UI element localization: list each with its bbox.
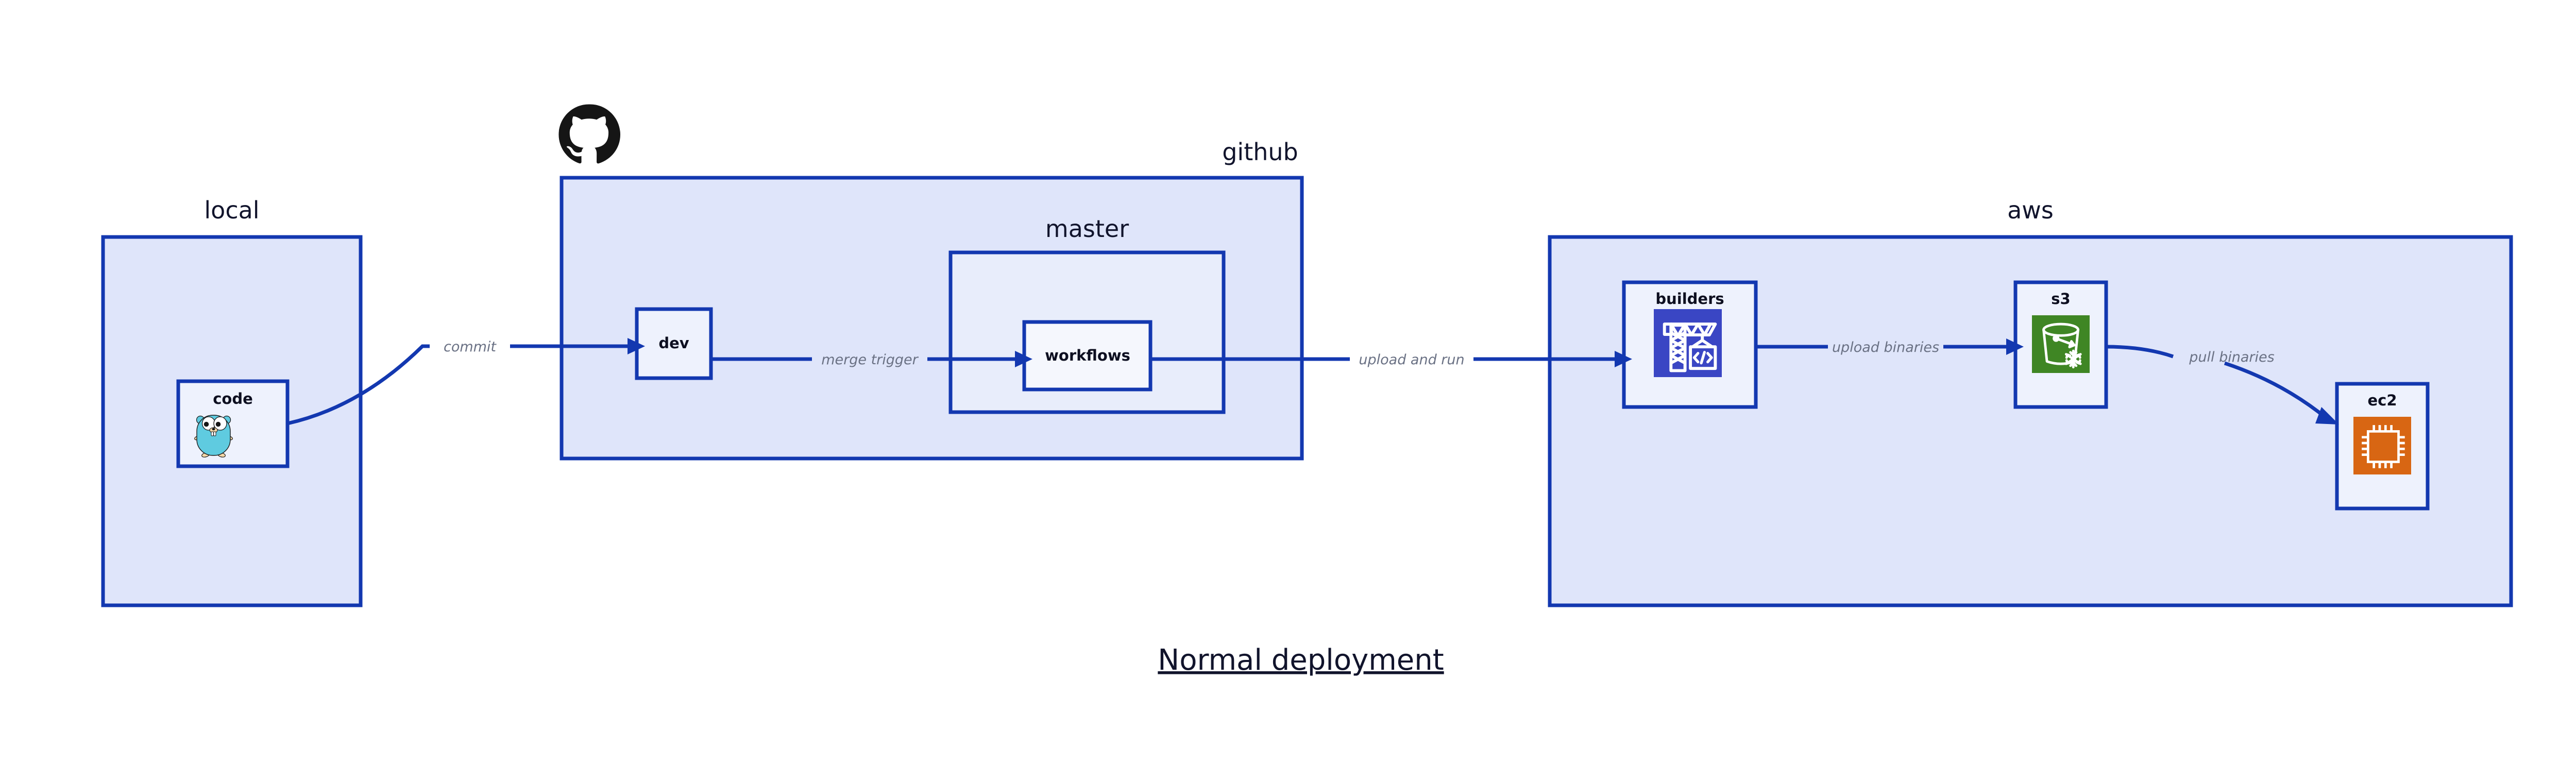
subgroup-master[interactable]: master workflows (948, 215, 1226, 414)
node-code-label: code (213, 390, 253, 408)
group-local[interactable]: local code (101, 196, 363, 607)
group-local-label: local (204, 196, 259, 224)
node-code-box[interactable] (176, 379, 290, 468)
group-aws-label: aws (2007, 196, 2054, 224)
node-code[interactable]: code (176, 379, 290, 468)
diagram-title: Normal deployment (1158, 643, 1444, 677)
edge-pull-binaries: pull binaries (2106, 345, 2339, 425)
edge-commit-label: commit (444, 339, 497, 355)
group-github[interactable]: github dev master workflows (558, 104, 1304, 461)
edge-merge-trigger: merge trigger (711, 351, 1032, 368)
edge-upload-binaries-label: upload binaries (1832, 339, 1939, 355)
node-dev-label: dev (658, 334, 689, 352)
node-builders[interactable]: builders (1622, 280, 1758, 409)
group-github-label: github (1222, 138, 1298, 166)
node-dev[interactable]: dev (635, 307, 713, 380)
node-s3-label: s3 (2051, 290, 2070, 308)
edge-upload-and-run-label: upload and run (1359, 352, 1464, 368)
node-workflows-box[interactable] (1022, 320, 1153, 392)
aws-ec2-chip-icon (2353, 417, 2411, 474)
github-octocat-icon (558, 104, 620, 164)
node-dev-box[interactable] (635, 307, 713, 380)
edge-pull-binaries-label: pull binaries (2189, 349, 2274, 365)
subgroup-master-label: master (1045, 215, 1129, 243)
aws-s3-bucket-icon (2032, 315, 2090, 373)
edge-upload-binaries: upload binaries (1756, 338, 2024, 355)
node-ec2[interactable]: ec2 (2335, 382, 2430, 511)
group-aws[interactable]: aws builders s3 (1548, 196, 2513, 607)
edge-merge-trigger-label: merge trigger (821, 352, 919, 368)
node-s3[interactable]: s3 (2013, 280, 2108, 409)
node-ec2-label: ec2 (2367, 392, 2397, 409)
node-workflows[interactable]: workflows (1022, 320, 1153, 392)
aws-builders-crane-icon (1654, 309, 1722, 377)
node-workflows-label: workflows (1045, 347, 1130, 364)
edge-commit: commit (287, 338, 645, 426)
node-builders-label: builders (1655, 290, 1724, 308)
edge-upload-and-run: upload and run (1150, 351, 1632, 368)
